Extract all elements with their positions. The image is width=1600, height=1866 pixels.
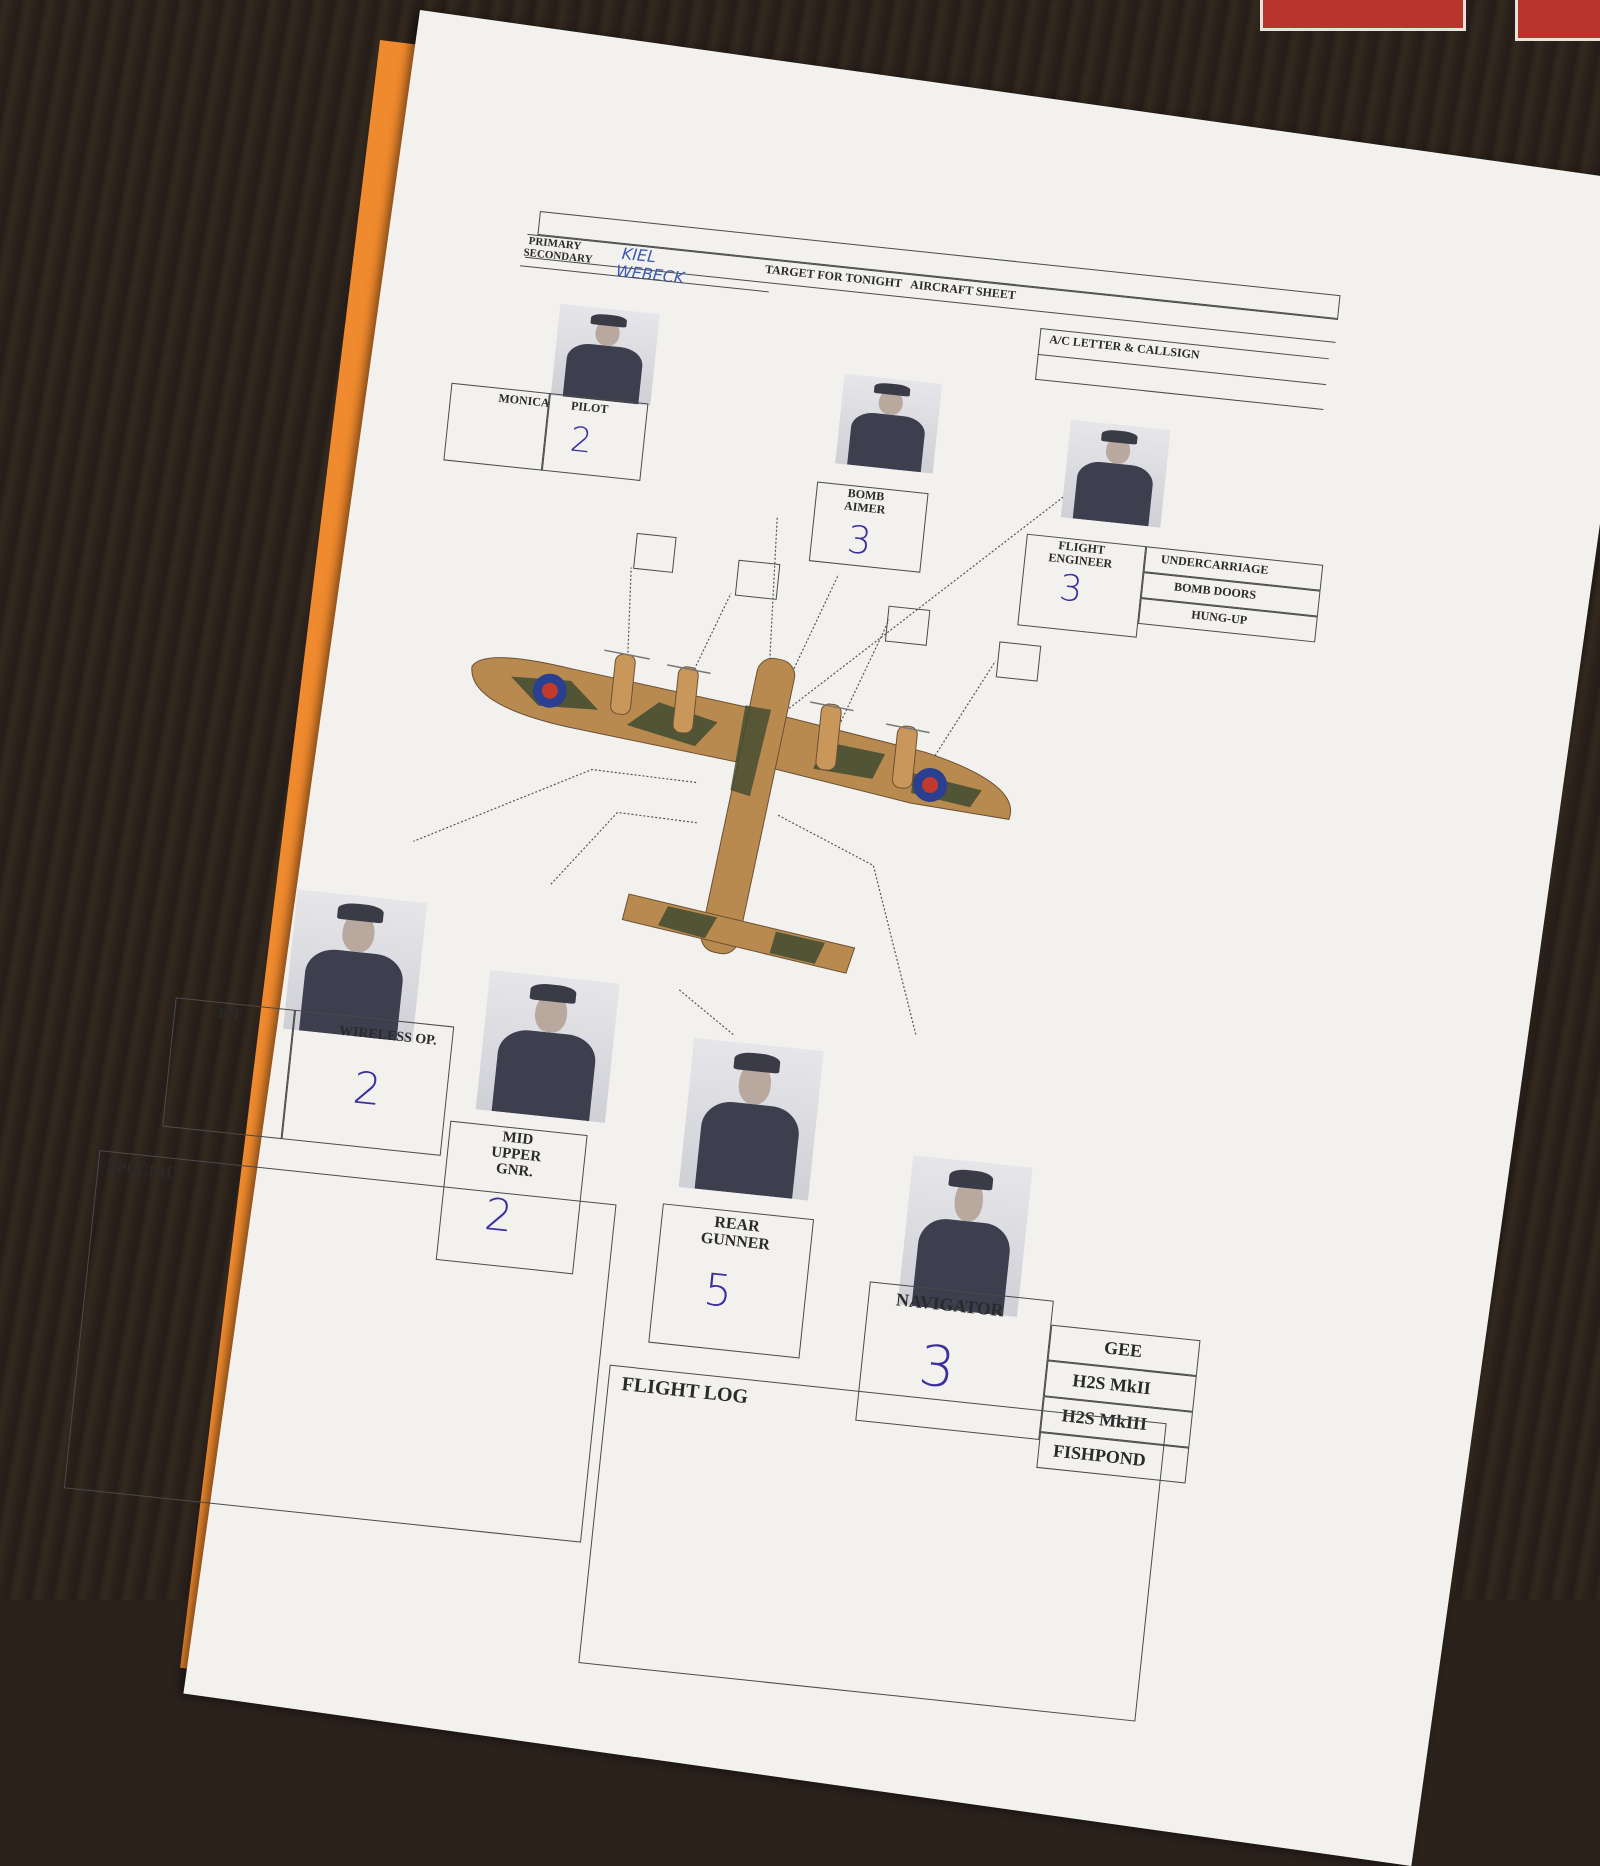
- rear-gunner-photo: [678, 1037, 824, 1201]
- lancaster-bomber-illustration: [413, 496, 1064, 1037]
- special-box[interactable]: [63, 1150, 617, 1543]
- mid-upper-label: MID UPPER GNR.: [490, 1129, 542, 1181]
- bomb-aimer-value[interactable]: 3: [845, 517, 874, 564]
- game-box-corner: [1260, 0, 1466, 31]
- pilot-value[interactable]: 2: [568, 419, 594, 462]
- flight-engineer-photo: [1060, 419, 1171, 528]
- rear-gunner-value[interactable]: 5: [701, 1264, 735, 1318]
- rt-label: R/T: [217, 1006, 243, 1025]
- pilot-photo: [550, 303, 660, 406]
- game-box-corner-2: [1515, 0, 1600, 41]
- bomb-aimer-photo: [835, 373, 943, 474]
- mid-upper-gunner-photo: [475, 970, 620, 1123]
- flight-engineer-value[interactable]: 3: [1057, 567, 1085, 611]
- nav-item-label-0: GEE: [1103, 1337, 1144, 1362]
- navigator-value[interactable]: 3: [915, 1333, 959, 1402]
- aircraft-sheet: PRIMARY SECONDARY KIEL WEBECK TARGET FOR…: [63, 210, 1524, 1806]
- engine-box-1[interactable]: [633, 532, 677, 573]
- wireless-op-value[interactable]: 2: [350, 1062, 384, 1117]
- flight-log-box[interactable]: [578, 1364, 1167, 1722]
